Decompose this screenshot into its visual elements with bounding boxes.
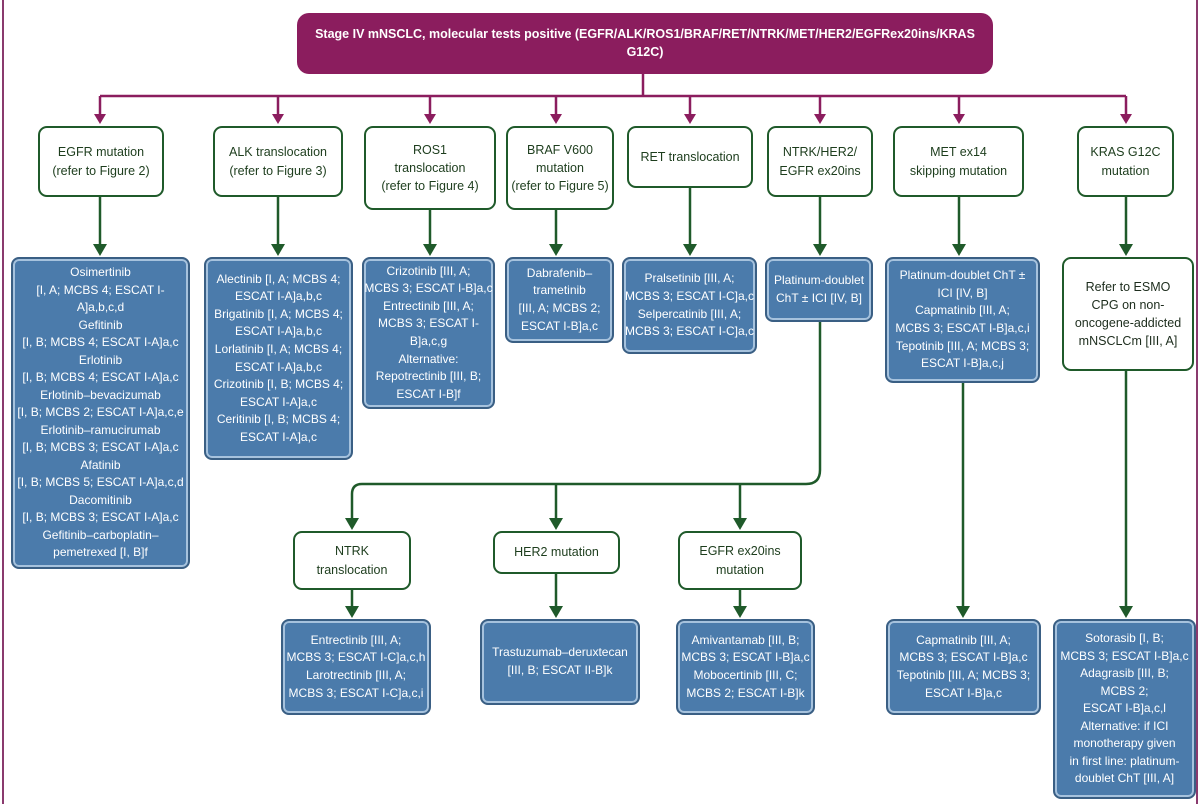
treatment-text: Platinum-doublet ChT ± ICI [IV, B] [773,272,865,305]
category-label: RET translocation [640,149,740,164]
category-label: ALK translocation (refer to Figure 3) [229,145,327,178]
category-label: MET ex14 skipping mutation [909,145,1008,178]
treatment-text: Osimertinib [I, A; MCBS 4; ESCAT I-A]a,b… [17,265,184,560]
category-her2-mutation: HER2 mutation [493,531,620,574]
category-label: ROS1 translocation (refer to Figure 4) [381,142,479,194]
treatment-text: Crizotinib [III, A; MCBS 3; ESCAT I-B]a,… [364,263,493,401]
kras-refer-esmo-cpg: Refer to ESMO CPG on non- oncogene-addic… [1062,257,1194,371]
treatment-braf: Dabrafenib– trametinib [III, A; MCBS 2; … [505,257,614,343]
category-braf-v600-mutation: BRAF V600 mutation (refer to Figure 5) [506,126,614,210]
treatment-egfr-ex20ins: Amivantamab [III, B; MCBS 3; ESCAT I-B]a… [676,619,815,715]
category-label: KRAS G12C mutation [1090,145,1161,178]
category-label: EGFR ex20ins mutation [699,544,781,577]
root-branch-arrowheads [94,114,1132,124]
reference-text: Refer to ESMO CPG on non- oncogene-addic… [1074,279,1182,349]
category-label: EGFR mutation (refer to Figure 2) [52,145,150,178]
treatment-text: Amivantamab [III, B; MCBS 3; ESCAT I-B]a… [681,632,810,700]
root-node: Stage IV mNSCLC, molecular tests positiv… [297,13,993,74]
treatment-ntrk: Entrectinib [III, A; MCBS 3; ESCAT I-C]a… [281,619,431,715]
category-label: NTRK translocation [316,544,388,577]
category-label: HER2 mutation [514,545,599,560]
category-ntrk-her2-egfr-ex20ins: NTRK/HER2/ EGFR ex20ins [767,126,873,197]
category-egfr-ex20ins-mutation: EGFR ex20ins mutation [678,531,802,590]
treatment-her2: Trastuzumab–deruxtecan [III, B; ESCAT II… [480,619,640,705]
treatment-text: Pralsetinib [III, A; MCBS 3; ESCAT I-C]a… [625,271,754,339]
category-kras-g12c-mutation: KRAS G12C mutation [1077,126,1174,197]
treatment-met-second: Capmatinib [III, A; MCBS 3; ESCAT I-B]a,… [886,619,1041,715]
treatment-met-first: Platinum-doublet ChT ± ICI [IV, B] Capma… [885,257,1040,383]
category-ret-translocation: RET translocation [627,126,753,188]
category-label: BRAF V600 mutation (refer to Figure 5) [511,142,609,194]
treatment-kras: Sotorasib [I, B; MCBS 3; ESCAT I-B]a,c A… [1053,619,1196,799]
treatment-text: Alectinib [I, A; MCBS 4; ESCAT I-A]a,b,c… [213,271,344,444]
category-ros1-translocation: ROS1 translocation (refer to Figure 4) [364,126,496,210]
treatment-text: Sotorasib [I, B; MCBS 3; ESCAT I-B]a,c A… [1060,631,1189,786]
category-met-ex14-skipping: MET ex14 skipping mutation [893,126,1024,197]
category-ntrk-translocation: NTRK translocation [293,531,411,590]
treatment-connector-arrowheads [93,244,1133,618]
treatment-text: Dabrafenib– trametinib [III, A; MCBS 2; … [518,265,601,333]
category-label: NTRK/HER2/ EGFR ex20ins [779,145,861,178]
treatment-ret: Pralsetinib [III, A; MCBS 3; ESCAT I-C]a… [622,257,757,354]
frame-border-right [1196,0,1198,804]
treatment-text: Entrectinib [III, A; MCBS 3; ESCAT I-C]a… [286,632,426,700]
root-branch-lines [98,74,1128,118]
treatment-text: Capmatinib [III, A; MCBS 3; ESCAT I-B]a,… [896,632,1031,700]
treatment-connector-lines [98,188,1128,610]
treatment-ros1: Crizotinib [III, A; MCBS 3; ESCAT I-B]a,… [362,257,495,409]
frame-border-left [2,0,4,804]
treatment-text: Trastuzumab–deruxtecan [III, B; ESCAT II… [492,645,628,677]
category-egfr-mutation: EGFR mutation (refer to Figure 2) [38,126,164,197]
treatment-alk: Alectinib [I, A; MCBS 4; ESCAT I-A]a,b,c… [204,257,353,460]
treatment-platinum-doublet: Platinum-doublet ChT ± ICI [IV, B] [765,257,873,322]
root-node-label: Stage IV mNSCLC, molecular tests positiv… [315,26,975,59]
category-alk-translocation: ALK translocation (refer to Figure 3) [213,126,343,197]
treatment-egfr: Osimertinib [I, A; MCBS 4; ESCAT I-A]a,b… [11,257,190,569]
treatment-text: Platinum-doublet ChT ± ICI [IV, B] Capma… [895,268,1030,371]
